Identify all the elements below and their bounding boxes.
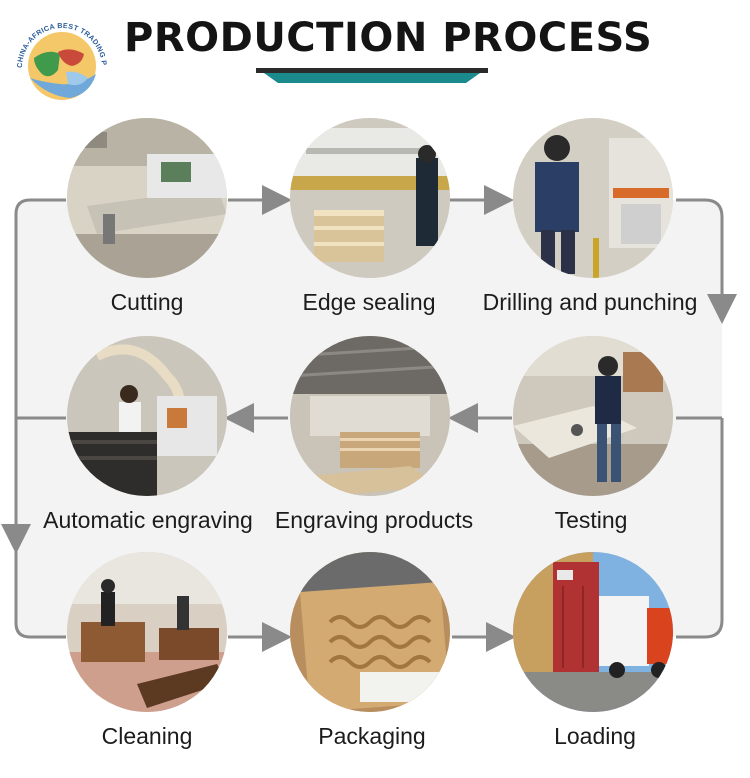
automatic-engraving-photo (67, 336, 227, 496)
step-label-packaging: Packaging (318, 723, 426, 749)
edge-sealing-photo (290, 118, 450, 278)
cleaning-photo (67, 552, 227, 712)
engraving-products-photo (290, 336, 450, 496)
title-underline (256, 68, 488, 83)
step-label-engraving-products: Engraving products (274, 507, 474, 533)
packaging-photo (290, 552, 450, 712)
drilling-punching-photo (513, 118, 673, 278)
loading-photo (513, 552, 673, 712)
step-label-testing: Testing (554, 507, 628, 533)
step-label-cutting: Cutting (110, 289, 184, 315)
testing-photo (513, 336, 673, 496)
step-label-drilling-punching: Drilling and punching (482, 289, 698, 315)
company-logo: CHINA-AFRICA BEST TRADING PLATFORM (5, 1, 114, 114)
step-label-automatic-engraving: Automatic engraving (43, 507, 253, 533)
step-label-edge-sealing: Edge sealing (302, 289, 436, 315)
page-title: PRODUCTION PROCESS (124, 15, 653, 61)
cutting-photo (67, 118, 227, 278)
step-label-loading: Loading (554, 723, 636, 749)
step-label-cleaning: Cleaning (101, 723, 193, 749)
